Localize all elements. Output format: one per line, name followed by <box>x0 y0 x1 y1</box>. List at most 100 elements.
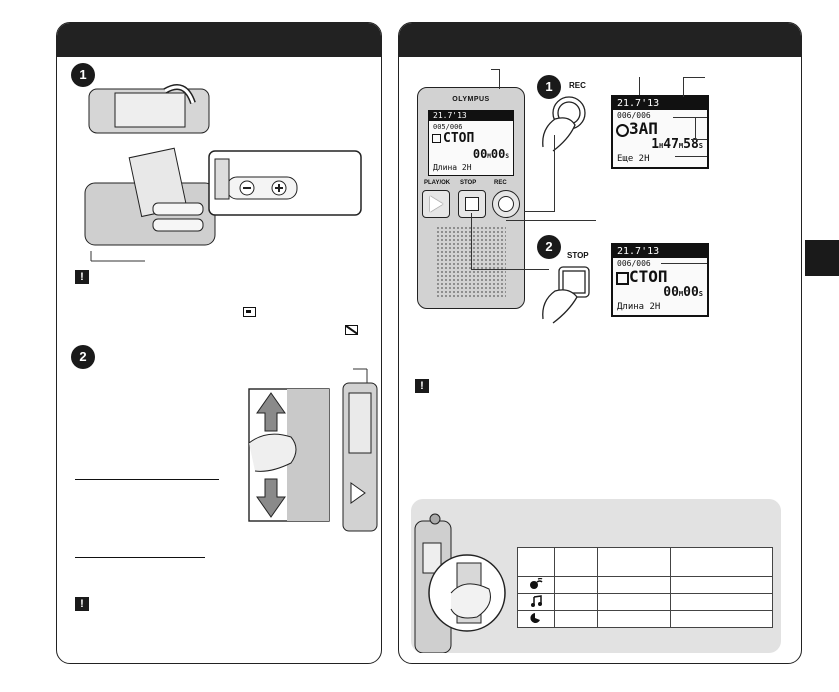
left-panel: 1 ! 2 <box>56 22 382 664</box>
leader-line <box>683 77 705 78</box>
leader-line <box>491 69 499 70</box>
leader-line <box>683 77 684 97</box>
table-header-cell <box>554 547 598 577</box>
leader-line <box>524 211 555 212</box>
table-header-cell <box>517 547 555 577</box>
leader-line <box>471 269 549 270</box>
mic-sensitivity-table <box>517 547 773 628</box>
time-seconds: 58 <box>683 137 699 152</box>
display-time: 00M00S <box>663 285 703 300</box>
leader-line <box>691 139 707 140</box>
step-2-icon: 2 <box>71 345 95 369</box>
table-cell <box>554 593 598 611</box>
leader-line <box>675 156 707 157</box>
time-hours: 1 <box>651 137 660 152</box>
time-seconds-unit: S <box>698 142 703 150</box>
rec-press-illustration <box>542 96 586 152</box>
table-cell <box>517 576 555 594</box>
time-seconds: 00 <box>490 147 506 161</box>
stop-press-illustration <box>542 266 590 324</box>
display-time: 1H47M58S <box>651 137 703 152</box>
rec-display: 21.7'13 006/006 ЗАП 1H47M58S Еще 2H <box>611 95 709 169</box>
rec-callout-label: REC <box>569 81 586 90</box>
divider-rule-1 <box>75 479 219 481</box>
left-panel-header <box>57 23 381 57</box>
power-switch-illustration <box>248 368 378 532</box>
stop-label: STOP <box>460 180 477 186</box>
step-1-icon: 1 <box>537 75 561 99</box>
table-header-row <box>517 547 773 577</box>
mic-sensitivity-inset <box>411 499 781 653</box>
table-cell <box>597 576 671 594</box>
table-header-cell <box>597 547 671 577</box>
stop-button[interactable] <box>458 190 486 218</box>
caution-icon: ! <box>75 597 89 611</box>
time-seconds: 00 <box>683 285 699 300</box>
display-footer: Длина 2H <box>433 163 472 172</box>
table-row <box>517 610 773 628</box>
stop-callout-label: STOP <box>567 251 589 260</box>
table-cell <box>554 576 598 594</box>
stop-square-icon <box>616 272 629 285</box>
section-side-tab <box>805 240 839 276</box>
recorder-brand: OLYMPUS <box>452 96 490 103</box>
display-folder-line: 005/006 <box>433 123 463 131</box>
battery-insertion-illustration <box>84 84 362 262</box>
divider-rule-2 <box>75 557 205 559</box>
right-panel-header <box>399 23 801 57</box>
mic-dictation-icon <box>530 577 543 589</box>
table-row <box>517 576 773 594</box>
table-cell <box>670 576 773 594</box>
rec-label: REC <box>494 180 507 186</box>
display-footer: Длина 2H <box>617 302 661 312</box>
time-minutes-unit: M <box>487 153 491 160</box>
leader-line <box>506 220 596 221</box>
battery-full-icon <box>243 307 256 317</box>
table-cell <box>517 610 555 628</box>
recorder-device: OLYMPUS 21.7'13 005/006 СТОП 00M00S Длин… <box>417 87 525 309</box>
leader-line <box>661 263 707 264</box>
mic-conference-icon <box>530 612 540 623</box>
table-cell <box>517 593 555 611</box>
right-panel: OLYMPUS 21.7'13 005/006 СТОП 00M00S Длин… <box>398 22 802 664</box>
time-seconds-unit: S <box>698 290 703 298</box>
stop-display: 21.7'13 006/006 СТОП 00M00S Длина 2H <box>611 243 709 317</box>
table-cell <box>597 593 671 611</box>
display-state: СТОП <box>443 131 475 146</box>
display-top-bar: 21.7'13 <box>429 111 513 121</box>
rec-button[interactable] <box>492 190 520 218</box>
display-top-bar: 21.7'13 <box>613 97 707 110</box>
table-header-cell <box>670 547 773 577</box>
music-note-icon <box>531 594 542 607</box>
device-display: 21.7'13 005/006 СТОП 00M00S Длина 2H <box>428 110 514 176</box>
time-hours-unit: H <box>659 142 664 150</box>
table-row <box>517 593 773 611</box>
rec-circle-icon <box>616 124 629 137</box>
caution-icon: ! <box>75 270 89 284</box>
play-button[interactable] <box>422 190 450 218</box>
leader-line <box>471 213 472 269</box>
step-2-icon: 2 <box>537 235 561 259</box>
leader-line <box>673 117 707 118</box>
table-cell <box>554 610 598 628</box>
display-top-bar: 21.7'13 <box>613 245 707 258</box>
stop-square-icon <box>432 134 441 143</box>
display-state: СТОП <box>629 267 668 286</box>
caution-icon: ! <box>415 379 429 393</box>
time-minutes: 00 <box>472 147 488 161</box>
display-state: ЗАП <box>629 119 658 138</box>
leader-line <box>639 77 640 95</box>
table-cell <box>670 593 773 611</box>
display-folder-line: 006/006 <box>617 259 651 268</box>
leader-line <box>499 69 500 89</box>
table-cell <box>597 610 671 628</box>
play-ok-label: PLAY/OK <box>424 180 451 186</box>
display-folder-line: 006/006 <box>617 111 651 120</box>
table-cell <box>670 610 773 628</box>
leader-line <box>554 135 555 211</box>
display-time: 00M00S <box>473 147 509 161</box>
time-seconds-unit: S <box>505 153 509 160</box>
time-minutes-unit: M <box>678 290 684 298</box>
time-minutes: 00 <box>663 285 679 300</box>
